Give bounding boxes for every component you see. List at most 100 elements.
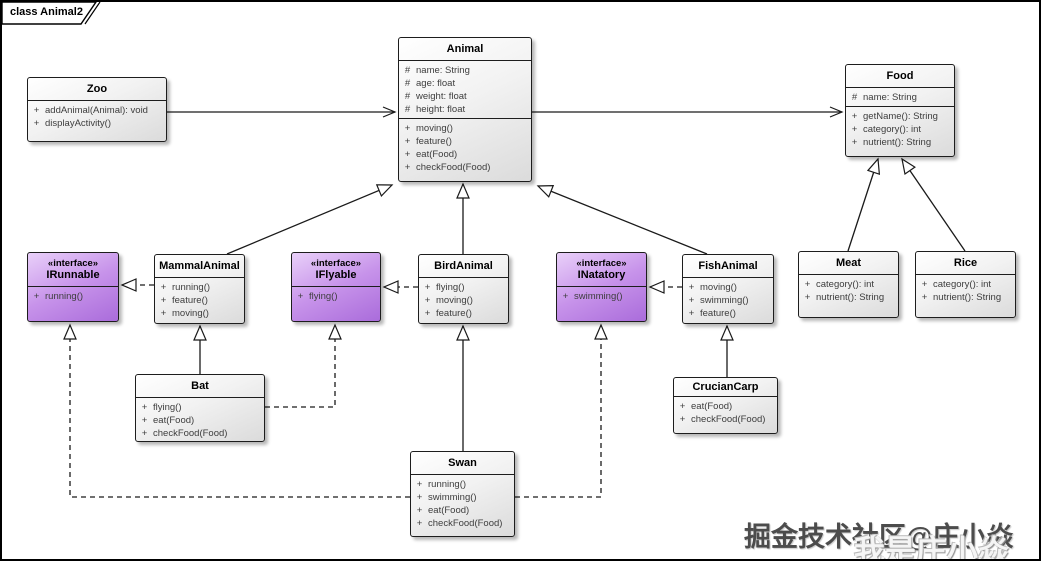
visibility-symbol: + — [804, 279, 811, 290]
attributes-compartment: #name: String#age: float#weight: float#h… — [399, 60, 531, 118]
class-box-cruciancarp[interactable]: CrucianCarp +eat(Food)+checkFood(Food) — [673, 377, 778, 434]
interface-box-iflyable[interactable]: «interface» IFlyable +flying() — [291, 252, 381, 322]
member-text: checkFood(Food) — [428, 518, 503, 529]
member-row: +feature() — [399, 135, 531, 148]
member-row: +flying() — [292, 290, 380, 303]
visibility-symbol: + — [33, 105, 40, 116]
class-box-fishanimal[interactable]: FishAnimal +moving()+swimming()+feature(… — [682, 254, 774, 324]
member-text: feature() — [172, 295, 208, 306]
visibility-symbol: + — [804, 292, 811, 303]
methods-compartment: + eat(Food) + checkFood(Food) — [674, 396, 777, 433]
member-text: flying() — [436, 282, 465, 293]
methods-compartment: +addAnimal(Animal): void+displayActivity… — [28, 100, 166, 141]
visibility-symbol: + — [416, 492, 423, 503]
member-row: + feature() — [155, 294, 244, 307]
visibility-symbol: + — [851, 137, 858, 148]
visibility-symbol: + — [424, 282, 431, 293]
member-text: nutrient(): String — [816, 292, 885, 303]
class-title: Animal — [446, 43, 484, 55]
edge-fishanimal-animal[interactable] — [536, 185, 708, 255]
member-text: getName(): String — [863, 111, 938, 122]
visibility-symbol: + — [688, 295, 695, 306]
visibility-symbol: + — [297, 291, 304, 302]
class-title: Zoo — [86, 83, 108, 95]
member-row: #height: float — [399, 103, 531, 116]
class-box-swan[interactable]: Swan +running()+swimming()+eat(Food)+che… — [410, 451, 515, 537]
member-row: +checkFood(Food) — [136, 427, 264, 440]
member-text: moving() — [700, 282, 737, 293]
member-row: +running() — [411, 478, 514, 491]
class-title: Meat — [835, 257, 862, 269]
member-text: eat(Food) — [691, 401, 733, 412]
member-text: checkFood(Food) — [416, 162, 491, 173]
class-title: Food — [886, 70, 914, 82]
class-box-birdanimal[interactable]: BirdAnimal +flying()+moving()+feature() — [418, 254, 509, 324]
class-box-zoo[interactable]: Zoo +addAnimal(Animal): void+displayActi… — [27, 77, 167, 142]
frame-tab-accent-line — [84, 2, 101, 25]
visibility-symbol: + — [141, 415, 148, 426]
member-row: + checkFood(Food) — [674, 413, 777, 426]
visibility-symbol: + — [424, 308, 431, 319]
member-text: category(): int — [816, 279, 875, 290]
member-row: +nutrient(): String — [916, 291, 1015, 304]
member-row: +displayActivity() — [28, 117, 166, 130]
interface-name: IFlyable — [315, 269, 357, 281]
visibility-symbol: + — [851, 124, 858, 135]
member-row: +flying() — [136, 401, 264, 414]
member-text: running() — [428, 479, 467, 490]
member-row: + eat(Food) — [674, 400, 777, 413]
member-row: +addAnimal(Animal): void — [28, 104, 166, 117]
interface-box-inatatory[interactable]: «interface» INatatory +swimming() — [556, 252, 647, 322]
attributes-compartment: #name: String — [846, 87, 954, 106]
visibility-symbol: + — [679, 401, 686, 412]
edge-bat-iflyable[interactable] — [265, 323, 342, 408]
interface-box-irunnable[interactable]: «interface» IRunnable +running() — [27, 252, 119, 322]
member-text: name: String — [863, 92, 917, 103]
edge-mammalanimal-animal[interactable] — [226, 184, 394, 255]
visibility-symbol: + — [679, 414, 686, 425]
member-text: eat(Food) — [428, 505, 470, 516]
edge-rice-food[interactable] — [901, 157, 966, 252]
visibility-symbol: + — [416, 518, 423, 529]
edge-meat-food[interactable] — [847, 157, 881, 252]
member-text: running() — [172, 282, 211, 293]
class-title: BirdAnimal — [434, 260, 493, 272]
class-box-mammalanimal[interactable]: MammalAnimal +running()+feature()+moving… — [154, 254, 245, 324]
class-box-bat[interactable]: Bat +flying()+eat(Food)+checkFood(Food) — [135, 374, 265, 442]
member-row: #weight: float — [399, 90, 531, 103]
class-box-meat[interactable]: Meat + category(): int + nutrient(): String — [798, 251, 899, 318]
methods-compartment: +moving()+swimming()+feature() — [683, 277, 773, 323]
member-row: +moving() — [399, 122, 531, 135]
member-row: #age: float — [399, 77, 531, 90]
methods-compartment: +flying() — [292, 286, 380, 321]
class-title: Bat — [191, 380, 209, 392]
visibility-symbol: + — [160, 295, 167, 306]
member-text: category(): int — [933, 279, 992, 290]
class-box-food[interactable]: Food #name: String + getName(): String+ca… — [845, 64, 955, 157]
methods-compartment: +running() — [28, 286, 118, 321]
class-box-rice[interactable]: Rice +category(): int+nutrient(): String — [915, 251, 1016, 318]
member-row: +moving() — [683, 281, 773, 294]
member-row: #name: String — [846, 91, 954, 104]
class-title: Swan — [448, 457, 477, 469]
member-text: swimming() — [428, 492, 477, 503]
watermark-secondary: 我是庄小焱 — [854, 534, 1009, 561]
edge-swan-irunnable[interactable] — [63, 323, 410, 498]
methods-compartment: +running()+swimming()+eat(Food)+checkFoo… — [411, 474, 514, 536]
edge-swan-inatatory[interactable] — [515, 323, 608, 498]
member-row: +running() — [155, 281, 244, 294]
class-box-animal[interactable]: Animal #name: String#age: float#weight: … — [398, 37, 532, 182]
member-row: +category(): int — [846, 123, 954, 136]
interface-title: «interface» INatatory — [557, 253, 646, 286]
member-row: +eat(Food) — [411, 504, 514, 517]
visibility-symbol: + — [424, 295, 431, 306]
visibility-symbol: + — [160, 308, 167, 319]
member-row: +swimming() — [683, 294, 773, 307]
interface-name: IRunnable — [46, 269, 100, 281]
watermark-primary: 掘金技术社区@庄小焱 — [744, 522, 1014, 552]
member-text: displayActivity() — [45, 118, 111, 129]
interface-title: «interface» IFlyable — [292, 253, 380, 286]
member-text: checkFood(Food) — [691, 414, 766, 425]
